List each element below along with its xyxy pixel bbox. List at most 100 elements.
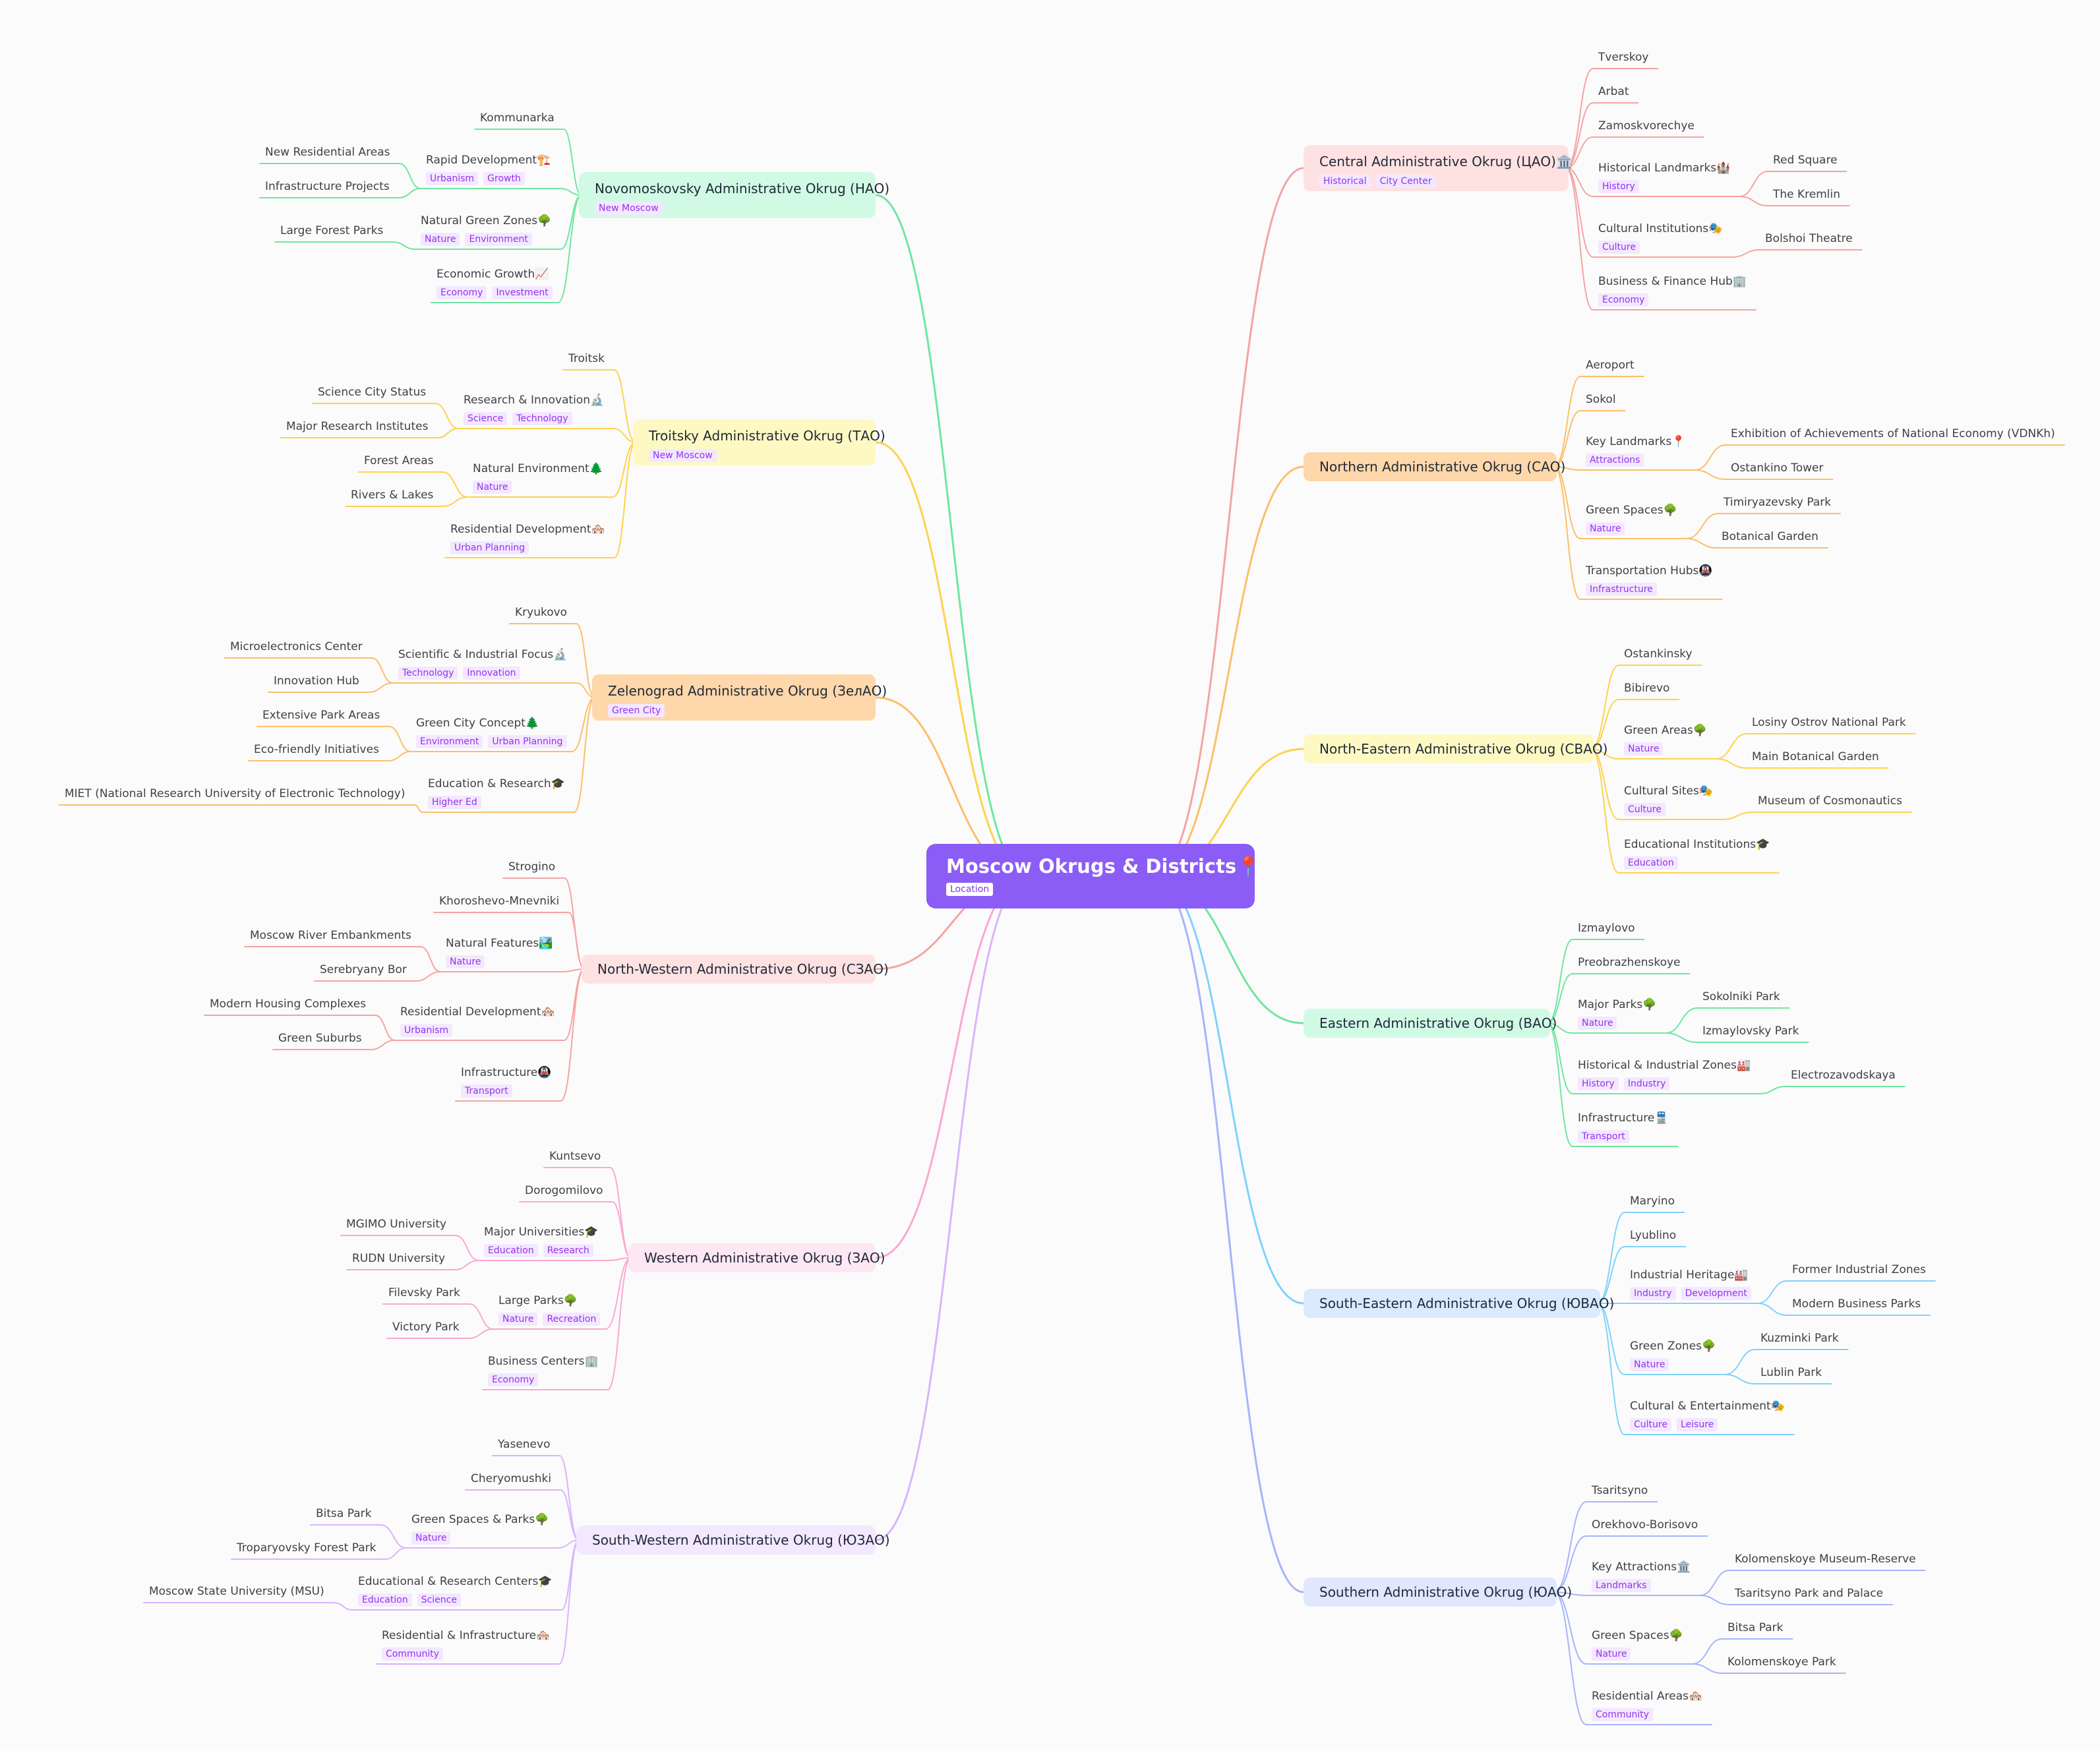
okrug-node-central-administrative-okrug[interactable]: Central Administrative Okrug (ЦАО)🏛️Hist… bbox=[1304, 145, 1573, 191]
topic-node-troitsk[interactable]: Troitsk bbox=[568, 351, 605, 366]
topic-node-green-spaces[interactable]: Green Spaces🌳Nature bbox=[1586, 503, 1677, 535]
topic-node-strogino[interactable]: Strogino bbox=[508, 860, 555, 874]
leaf-node-large-forest-parks[interactable]: Large Forest Parks bbox=[280, 223, 383, 238]
leaf-node-serebryany-bor[interactable]: Serebryany Bor bbox=[320, 963, 407, 977]
leaf-node-eco-friendly-initiatives[interactable]: Eco-friendly Initiatives bbox=[254, 742, 379, 757]
okrug-node-southern-administrative-okrug[interactable]: Southern Administrative Okrug (ЮАО) bbox=[1304, 1578, 1572, 1607]
topic-node-khoroshevo-mnevniki[interactable]: Khoroshevo-Mnevniki bbox=[439, 894, 559, 908]
okrug-node-novomoskovsky-administrative-okrug[interactable]: Novomoskovsky Administrative Okrug (НАО)… bbox=[579, 172, 889, 218]
topic-node-historical-landmarks[interactable]: Historical Landmarks🏰History bbox=[1598, 161, 1730, 193]
topic-node-educational-institutions[interactable]: Educational Institutions🎓Education bbox=[1624, 837, 1770, 870]
topic-node-green-areas[interactable]: Green Areas🌳Nature bbox=[1624, 723, 1707, 756]
topic-node-sokol[interactable]: Sokol bbox=[1586, 392, 1616, 407]
okrug-node-south-eastern-administrative-okrug[interactable]: South-Eastern Administrative Okrug (ЮВАО… bbox=[1304, 1289, 1614, 1318]
topic-node-education-research[interactable]: Education & Research🎓Higher Ed bbox=[428, 777, 565, 809]
okrug-node-western-administrative-okrug[interactable]: Western Administrative Okrug (ЗАО) bbox=[628, 1243, 885, 1272]
topic-node-yasenevo[interactable]: Yasenevo bbox=[498, 1437, 550, 1452]
leaf-node-filevsky-park[interactable]: Filevsky Park bbox=[388, 1286, 460, 1300]
leaf-node-major-research-institutes[interactable]: Major Research Institutes bbox=[286, 419, 428, 434]
okrug-node-troitsky-administrative-okrug[interactable]: Troitsky Administrative Okrug (ТАО)New M… bbox=[633, 419, 885, 465]
leaf-node-izmaylovsky-park[interactable]: Izmaylovsky Park bbox=[1702, 1024, 1799, 1038]
leaf-node-electrozavodskaya[interactable]: Electrozavodskaya bbox=[1791, 1068, 1896, 1083]
topic-node-natural-environment[interactable]: Natural Environment🌲Nature bbox=[473, 461, 603, 494]
leaf-node-rivers-lakes[interactable]: Rivers & Lakes bbox=[351, 488, 433, 502]
leaf-node-tsaritsyno-park-and-palace[interactable]: Tsaritsyno Park and Palace bbox=[1735, 1586, 1883, 1601]
leaf-node-red-square[interactable]: Red Square bbox=[1773, 153, 1838, 167]
leaf-node-timiryazevsky-park[interactable]: Timiryazevsky Park bbox=[1724, 495, 1831, 510]
topic-node-aeroport[interactable]: Aeroport bbox=[1586, 358, 1635, 372]
root-node[interactable]: Moscow Okrugs & Districts📍 Location bbox=[926, 844, 1260, 908]
topic-node-bibirevo[interactable]: Bibirevo bbox=[1624, 681, 1669, 696]
topic-node-natural-features[interactable]: Natural Features🏞️Nature bbox=[446, 936, 553, 968]
topic-node-ostankinsky[interactable]: Ostankinsky bbox=[1624, 647, 1693, 661]
leaf-node-bitsa-park[interactable]: Bitsa Park bbox=[316, 1506, 371, 1521]
okrug-node-north-eastern-administrative-okrug[interactable]: North-Eastern Administrative Okrug (СВАО… bbox=[1304, 734, 1607, 763]
topic-node-transportation-hubs[interactable]: Transportation Hubs🚇Infrastructure bbox=[1586, 564, 1713, 596]
leaf-node-moscow-river-embankments[interactable]: Moscow River Embankments bbox=[250, 928, 411, 943]
leaf-node-exhibition-of-achievements-of-national-economy-vdnkh[interactable]: Exhibition of Achievements of National E… bbox=[1731, 427, 2055, 441]
okrug-node-south-western-administrative-okrug[interactable]: South-Western Administrative Okrug (ЮЗАО… bbox=[576, 1526, 890, 1555]
leaf-node-former-industrial-zones[interactable]: Former Industrial Zones bbox=[1792, 1262, 1926, 1277]
topic-node-cultural-sites[interactable]: Cultural Sites🎭Culture bbox=[1624, 784, 1713, 816]
leaf-node-main-botanical-garden[interactable]: Main Botanical Garden bbox=[1752, 750, 1879, 764]
leaf-node-botanical-garden[interactable]: Botanical Garden bbox=[1722, 529, 1818, 544]
leaf-node-the-kremlin[interactable]: The Kremlin bbox=[1773, 187, 1840, 202]
leaf-node-infrastructure-projects[interactable]: Infrastructure Projects bbox=[265, 179, 390, 194]
topic-node-infrastructure[interactable]: Infrastructure🚇Transport bbox=[461, 1065, 552, 1098]
topic-node-tsaritsyno[interactable]: Tsaritsyno bbox=[1592, 1483, 1648, 1498]
topic-node-major-parks[interactable]: Major Parks🌳Nature bbox=[1578, 997, 1656, 1030]
topic-node-arbat[interactable]: Arbat bbox=[1598, 84, 1629, 99]
topic-node-business-centers[interactable]: Business Centers🏢Economy bbox=[488, 1354, 599, 1386]
leaf-node-extensive-park-areas[interactable]: Extensive Park Areas bbox=[262, 708, 380, 723]
topic-node-lyublino[interactable]: Lyublino bbox=[1630, 1228, 1676, 1243]
okrug-node-north-western-administrative-okrug[interactable]: North-Western Administrative Okrug (СЗАО… bbox=[582, 955, 889, 984]
leaf-node-losiny-ostrov-national-park[interactable]: Losiny Ostrov National Park bbox=[1752, 715, 1906, 730]
leaf-node-kuzminki-park[interactable]: Kuzminki Park bbox=[1760, 1331, 1839, 1346]
topic-node-residential-infrastructure[interactable]: Residential & Infrastructure🏘️Community bbox=[382, 1628, 550, 1661]
topic-node-kryukovo[interactable]: Kryukovo bbox=[515, 605, 567, 620]
topic-node-cultural-institutions[interactable]: Cultural Institutions🎭Culture bbox=[1598, 222, 1722, 254]
topic-node-maryino[interactable]: Maryino bbox=[1630, 1194, 1675, 1208]
leaf-node-kolomenskoye-park[interactable]: Kolomenskoye Park bbox=[1727, 1655, 1836, 1669]
topic-node-residential-development[interactable]: Residential Development🏘️Urbanism bbox=[400, 1005, 555, 1037]
topic-node-educational-research-centers[interactable]: Educational & Research Centers🎓Education… bbox=[358, 1574, 552, 1607]
topic-node-kommunarka[interactable]: Kommunarka bbox=[480, 111, 555, 125]
leaf-node-green-suburbs[interactable]: Green Suburbs bbox=[278, 1031, 362, 1046]
topic-node-green-spaces-parks[interactable]: Green Spaces & Parks🌳Nature bbox=[411, 1512, 549, 1545]
leaf-node-sokolniki-park[interactable]: Sokolniki Park bbox=[1702, 990, 1780, 1004]
okrug-node-zelenograd-administrative-okrug[interactable]: Zelenograd Administrative Okrug (ЗелАО)G… bbox=[592, 674, 887, 721]
topic-node-preobrazhenskoye[interactable]: Preobrazhenskoye bbox=[1578, 955, 1681, 970]
leaf-node-rudn-university[interactable]: RUDN University bbox=[352, 1251, 445, 1266]
topic-node-dorogomilovo[interactable]: Dorogomilovo bbox=[525, 1183, 603, 1198]
leaf-node-microelectronics-center[interactable]: Microelectronics Center bbox=[230, 639, 363, 654]
leaf-node-bitsa-park[interactable]: Bitsa Park bbox=[1727, 1620, 1783, 1635]
topic-node-residential-areas[interactable]: Residential Areas🏘️Community bbox=[1592, 1689, 1702, 1721]
topic-node-key-attractions[interactable]: Key Attractions🏛️Landmarks bbox=[1592, 1560, 1691, 1592]
topic-node-green-spaces[interactable]: Green Spaces🌳Nature bbox=[1592, 1628, 1683, 1661]
okrug-node-eastern-administrative-okrug[interactable]: Eastern Administrative Okrug (ВАО) bbox=[1304, 1009, 1557, 1038]
leaf-node-troparyovsky-forest-park[interactable]: Troparyovsky Forest Park bbox=[237, 1541, 376, 1555]
leaf-node-moscow-state-university-msu[interactable]: Moscow State University (MSU) bbox=[149, 1584, 324, 1599]
topic-node-cheryomushki[interactable]: Cheryomushki bbox=[471, 1471, 551, 1486]
topic-node-tverskoy[interactable]: Tverskoy bbox=[1598, 50, 1648, 65]
leaf-node-victory-park[interactable]: Victory Park bbox=[392, 1320, 460, 1334]
leaf-node-bolshoi-theatre[interactable]: Bolshoi Theatre bbox=[1765, 231, 1853, 246]
leaf-node-innovation-hub[interactable]: Innovation Hub bbox=[274, 674, 359, 688]
topic-node-residential-development[interactable]: Residential Development🏘️Urban Planning bbox=[450, 522, 605, 554]
leaf-node-ostankino-tower[interactable]: Ostankino Tower bbox=[1731, 461, 1824, 475]
topic-node-izmaylovo[interactable]: Izmaylovo bbox=[1578, 921, 1635, 935]
topic-node-green-zones[interactable]: Green Zones🌳Nature bbox=[1630, 1339, 1716, 1371]
leaf-node-modern-housing-complexes[interactable]: Modern Housing Complexes bbox=[210, 997, 366, 1011]
topic-node-key-landmarks[interactable]: Key Landmarks📍Attractions bbox=[1586, 434, 1686, 467]
leaf-node-science-city-status[interactable]: Science City Status bbox=[318, 385, 426, 400]
